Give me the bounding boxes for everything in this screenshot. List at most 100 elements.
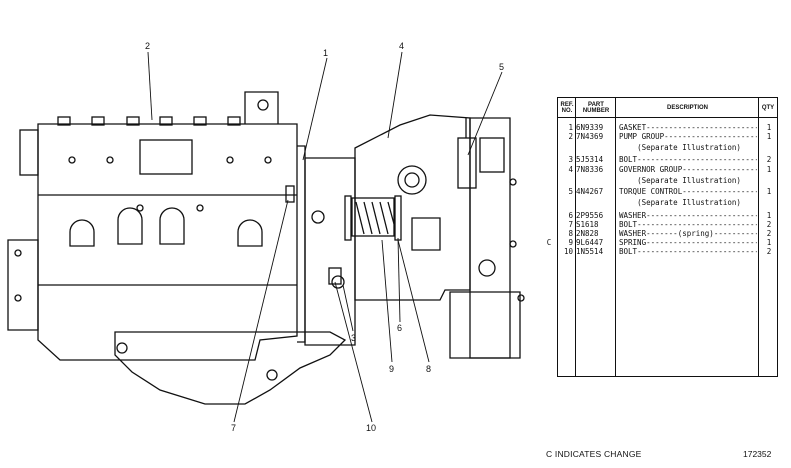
top-boss [244, 91, 279, 124]
table-row: 5 4N4267 TORQUE CONTROL-----------------… [558, 187, 777, 196]
leader-lines [147, 51, 503, 423]
ref-cell: 6 [568, 211, 573, 220]
change-indicator: C [546, 238, 552, 247]
name-plate [139, 139, 193, 175]
ref-cell: 10 [563, 247, 573, 256]
part-cell: S1618 [576, 220, 599, 229]
callout-8: 8 [426, 364, 431, 374]
ref-cell: 7 [568, 220, 573, 229]
table-row: 8 2N828 WASHER-------(spring)-----------… [558, 229, 777, 238]
qty-cell: 1 [766, 187, 772, 196]
change-legend: C INDICATES CHANGE [546, 449, 642, 459]
housing-ports [69, 207, 263, 247]
desc-cell: GASKET---------------------------------- [619, 123, 757, 132]
end-plate-hole [478, 259, 496, 277]
ref-cell: 1 [568, 123, 573, 132]
column-divider [615, 98, 616, 376]
torque-control [457, 137, 477, 189]
part-cell: 6N9339 [576, 123, 604, 132]
ref-cell: 8 [568, 229, 573, 238]
adapter-bolt [285, 185, 295, 203]
desc-cell: GOVERNOR GROUP--------------------------… [619, 165, 757, 174]
callout-1: 1 [323, 48, 328, 58]
column-divider [758, 98, 759, 376]
ref-cell: 9 [568, 238, 573, 247]
torque-control-cap [479, 137, 505, 173]
callout-3: 3 [351, 333, 356, 343]
qty-cell: 1 [766, 238, 772, 247]
injector-fittings [57, 116, 241, 126]
adapter-hole [311, 210, 325, 224]
ref-cell: 5 [568, 187, 573, 196]
governor-bore [397, 165, 427, 195]
ref-cell: 2 [568, 132, 573, 141]
desc-subline: (Separate Illustration) [637, 143, 741, 152]
desc-cell: WASHER---------------------------------- [619, 211, 757, 220]
bracket-bolts [509, 178, 525, 302]
desc-cell: BOLT---------------------------------- [619, 220, 757, 229]
column-divider [575, 98, 576, 376]
qty-cell: 1 [766, 132, 772, 141]
part-cell: 9L6447 [576, 238, 604, 247]
figure-number: 172352 [743, 449, 772, 459]
governor-bracket [449, 291, 521, 359]
gasket [297, 145, 306, 343]
part-cell: 2N828 [576, 229, 599, 238]
table-row: 10 1N5514 BOLT--------------------------… [558, 247, 777, 256]
end-fitting-bolt [14, 294, 22, 302]
table-row: 6 2P9556 WASHER-------------------------… [558, 211, 777, 220]
callout-6: 6 [397, 323, 402, 333]
qty-cell: 2 [766, 155, 772, 164]
qty-header: QTY [759, 98, 777, 118]
callout-4: 4 [399, 41, 404, 51]
table-row: 2 7N4369 PUMP GROUP---------------------… [558, 132, 777, 141]
governor-housing [354, 114, 471, 301]
spring-washer [394, 195, 402, 241]
desc-cell: WASHER-------(spring)-------------- [619, 229, 757, 238]
qty-cell: 2 [766, 229, 772, 238]
part-cell: 2P9556 [576, 211, 604, 220]
desc-cell: BOLT---------------------------------- [619, 155, 757, 164]
part-number-header: PART NUMBER [576, 98, 616, 118]
pump-governor-illustration: 1 2 3 4 5 6 7 8 9 10 [7, 41, 525, 433]
mounting-flange [114, 331, 347, 405]
part-cell: 5J5314 [576, 155, 604, 164]
end-fitting-bolt [14, 249, 22, 257]
table-row: 3 5J5314 BOLT---------------------------… [558, 155, 777, 164]
ref-cell: 3 [568, 155, 573, 164]
governor-spring [351, 197, 395, 237]
qty-cell: 1 [766, 165, 772, 174]
desc-cell: BOLT---------------------------------- [619, 247, 757, 256]
ref-cell: 4 [568, 165, 573, 174]
part-cell: 7N4369 [576, 132, 604, 141]
desc-cell: TORQUE CONTROL--------------------------… [619, 187, 757, 196]
flange-bolt-hole [266, 369, 278, 381]
part-cell: 1N5514 [576, 247, 604, 256]
callout-2: 2 [145, 41, 150, 51]
description-header: DESCRIPTION [616, 98, 759, 118]
callout-7: 7 [231, 423, 236, 433]
adapter-bottom-bolt [328, 267, 342, 285]
pump-housing [37, 123, 298, 361]
end-cap [19, 129, 39, 176]
qty-cell: 1 [766, 123, 772, 132]
table-row: 7 S1618 BOLT----------------------------… [558, 220, 777, 229]
part-cell: 7N8336 [576, 165, 604, 174]
qty-cell: 2 [766, 247, 772, 256]
adapter-plate [304, 157, 356, 346]
parts-table: REF. NO. PART NUMBER DESCRIPTION QTY 1 6… [547, 97, 778, 377]
flange-bolt-hole [116, 342, 128, 354]
spring-washer [344, 195, 352, 241]
desc-cell: SPRING---------------------------------- [619, 238, 757, 247]
desc-subline: (Separate Illustration) [637, 176, 741, 185]
housing-bolts [68, 156, 272, 212]
table-row: C 9 9L6447 SPRING-----------------------… [547, 238, 777, 247]
desc-cell: PUMP GROUP------------------------------… [619, 132, 757, 141]
ref-no-header: REF. NO. [558, 98, 576, 118]
qty-cell: 1 [766, 211, 772, 220]
callout-5: 5 [499, 62, 504, 72]
qty-cell: 2 [766, 220, 772, 229]
part-cell: 4N4267 [576, 187, 604, 196]
governor-bore-inner [404, 172, 420, 188]
adapter-hole [331, 275, 345, 289]
